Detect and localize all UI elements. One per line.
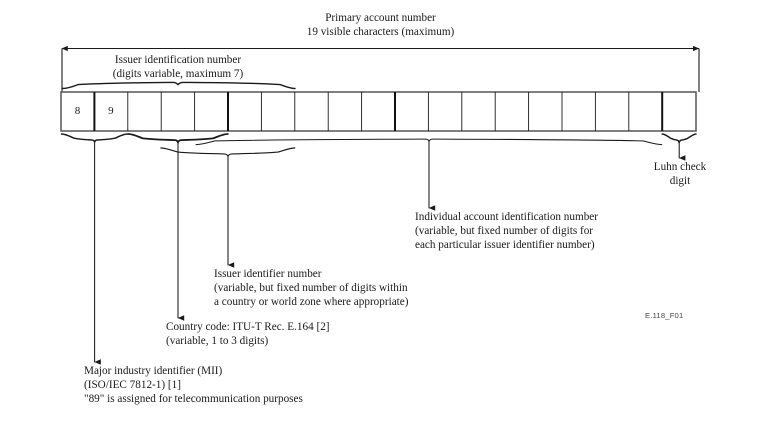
mii-label-line2: (ISO/IEC 7812-1) [1] xyxy=(84,379,181,391)
issuer-identifier-label-line2: (variable, but fixed number of digits wi… xyxy=(214,282,408,294)
issuer-identification-number-label-line1: Issuer identification number xyxy=(114,54,242,66)
issuer-identifier-label-line3: a country or world zone where appropriat… xyxy=(214,296,409,308)
issuer-identifier-label-line1: Issuer identifier number xyxy=(214,268,322,280)
pan-cell-row xyxy=(60,91,697,132)
primary-account-number-label-line2: 19 visible characters (maximum) xyxy=(306,26,455,38)
primary-account-number-span-arrow xyxy=(61,45,700,92)
luhn-check-digit-label-line1: Luhn check xyxy=(653,161,707,173)
pan-cell-1-value: 8 xyxy=(74,105,81,117)
mii-label-line3: "89" is assigned for telecommunication p… xyxy=(84,393,303,405)
primary-account-number-label-line1: Primary account number xyxy=(325,12,436,24)
country-code-label-line1: Country code: ITU-T Rec. E.164 [2] xyxy=(166,321,330,333)
individual-account-label-line2: (variable, but fixed number of digits fo… xyxy=(415,225,594,237)
pan-cell-2-value: 9 xyxy=(108,105,114,117)
luhn-check-digit-brace xyxy=(661,133,697,161)
individual-account-brace xyxy=(195,138,663,211)
mii-label-line1: Major industry identifier (MII) xyxy=(84,365,223,377)
country-code-brace xyxy=(127,133,229,321)
luhn-check-digit-label-line2: digit xyxy=(669,175,691,187)
individual-account-label-line1: Individual account identification number xyxy=(415,211,598,223)
figure-id-label: E.118_F01 xyxy=(645,311,684,320)
issuer-identification-number-label-line2: (digits variable, maximum 7) xyxy=(112,68,244,80)
individual-account-label-line3: each particular issuer identifier number… xyxy=(415,239,595,251)
country-code-label-line2: (variable, 1 to 3 digits) xyxy=(166,335,269,347)
issuer-identifier-brace xyxy=(160,147,296,268)
issuer-identification-number-brace xyxy=(61,81,296,90)
mii-brace xyxy=(60,133,129,365)
